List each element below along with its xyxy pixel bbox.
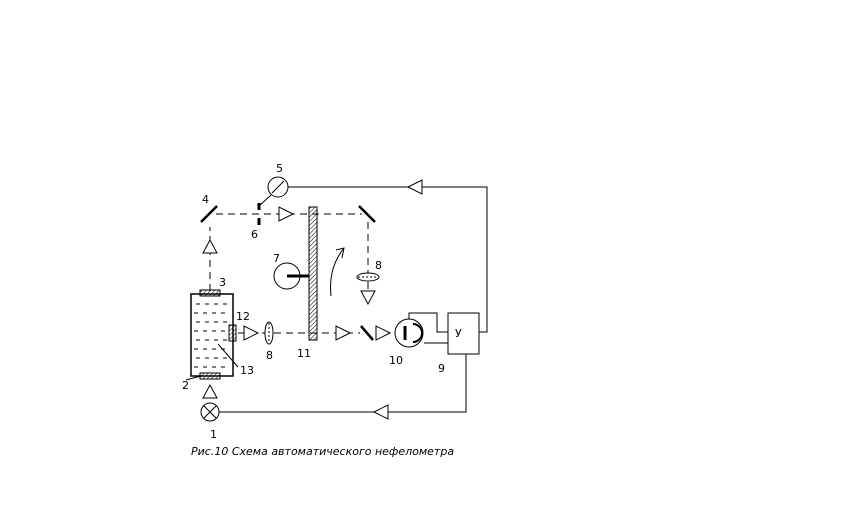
photocell-10 [394,318,424,348]
lens-8-vertical [356,272,380,282]
window-12 [228,324,237,342]
liquid-fill [194,303,230,368]
label-2: 2 [182,379,189,392]
label-7: 7 [273,252,280,265]
arrow-right-from-cell [243,325,260,341]
leader-6 [258,194,272,207]
mirror-top-right [358,205,376,223]
wire-amplifier-to-lamp-1 [219,354,467,413]
wire-amplifier-to-lamp-5 [288,186,488,333]
direction-arrows [202,179,423,420]
leader-2 [185,375,202,381]
lamp-5 [267,176,289,198]
cuvette [190,289,237,380]
label-4: 4 [202,193,209,206]
label-3: 3 [219,276,226,289]
label-13: 13 [240,364,254,377]
figure-caption: Рис.10 Схема автоматического нефелометра [191,445,454,458]
lamp-1 [200,402,220,422]
rotation-arrow [330,247,345,297]
arrow-up-beam [202,238,218,254]
arrow-left-feedback-top [406,179,423,195]
electrical-wires [219,186,488,413]
lens-8-horizontal [264,321,274,345]
mirror-bottom-right [360,325,374,341]
amplifier-9 [447,312,480,355]
optical-wedge-11 [308,206,318,341]
label-5: 5 [276,162,283,175]
label-10: 10 [389,354,403,367]
label-11: 11 [297,347,311,360]
label-1: 1 [210,428,217,441]
wire-photocell-to-amplifier-top [408,312,448,333]
arrow-down-beam [360,290,376,306]
arrow-left-feedback-bottom [372,404,389,420]
arrow-right-to-mirror [335,325,352,341]
label-9: 9 [438,362,445,375]
label-8-top: 8 [375,259,382,272]
label-8-bottom: 8 [266,349,273,362]
motor-7 [273,262,309,290]
leader-13 [217,343,239,368]
window-3 [199,289,221,297]
amplifier-label: У [455,327,462,340]
arrow-up-from-lamp-1 [202,383,218,399]
label-12: 12 [236,310,250,323]
component-labels: 1 2 3 4 5 6 7 8 8 9 10 11 12 13 У [182,162,462,441]
arrow-right-to-photocell [375,325,392,341]
arrow-right-top-beam [278,206,295,222]
window-2 [199,372,221,380]
mirror-4 [200,205,218,223]
label-6: 6 [251,228,258,241]
